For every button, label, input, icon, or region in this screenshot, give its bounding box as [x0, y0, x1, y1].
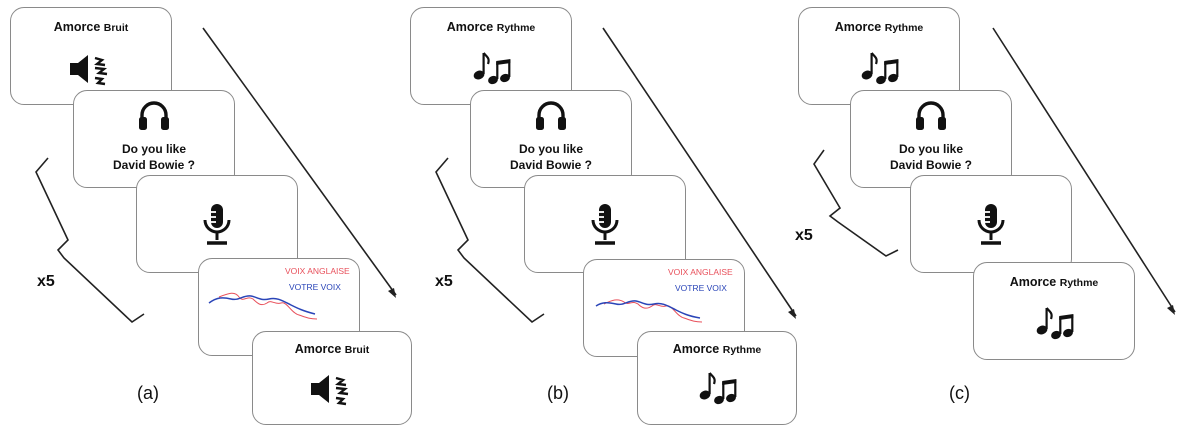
your-voice-contour	[595, 300, 701, 319]
timeline-arrowhead	[788, 309, 796, 319]
your-voice-contour	[208, 295, 316, 315]
timeline-arrowhead	[1167, 305, 1175, 315]
question-text: Do you like David Bowie ?	[112, 142, 195, 172]
microphone-icon	[911, 203, 1071, 247]
feedback-card: VOIX ANGLAISE VOTRE VOIX	[583, 259, 745, 357]
panel-c-connectors	[813, 27, 1176, 315]
prime-card-top: Amorce Rythme	[410, 7, 572, 105]
panel-b-connectors	[435, 27, 797, 324]
repeat-label: x5	[435, 273, 453, 290]
repeat-bracket	[813, 149, 899, 257]
prime-title: Amorce Rythme	[1009, 275, 1099, 289]
timeline-arrow	[992, 27, 1176, 313]
record-card	[524, 175, 686, 273]
music-notes-icon	[638, 370, 796, 406]
english-voice-contour	[603, 299, 703, 323]
pitch-contour-plot	[208, 292, 318, 320]
headphones-icon	[74, 98, 234, 132]
microphone-icon	[525, 203, 685, 247]
headphones-icon	[471, 98, 631, 132]
prime-card-bottom: Amorce Bruit	[252, 331, 412, 425]
timeline-arrow	[202, 27, 397, 296]
question-text: Do you like David Bowie ?	[889, 142, 972, 172]
question-card: Do you like David Bowie ?	[73, 90, 235, 188]
legend-english-voice: VOIX ANGLAISE	[668, 267, 733, 277]
panel-c: Amorce Rythme Do you like David Bowie ? …	[790, 0, 1178, 425]
english-voice-contour	[218, 292, 318, 320]
panel-caption: (c)	[949, 383, 970, 403]
prime-title: Amorce Rythme	[672, 342, 762, 356]
repeat-bracket	[35, 157, 145, 324]
repeat-bracket	[435, 157, 545, 324]
speaker-noise-icon	[253, 372, 411, 406]
headphones-icon	[851, 98, 1011, 132]
prime-title: Amorce Rythme	[834, 20, 924, 34]
question-card: Do you like David Bowie ?	[850, 90, 1012, 188]
prime-card-top: Amorce Rythme	[798, 7, 960, 105]
question-card: Do you like David Bowie ?	[470, 90, 632, 188]
timeline-arrowhead	[388, 288, 396, 298]
prime-title: Amorce Rythme	[446, 20, 536, 34]
panel-caption: (b)	[547, 383, 569, 403]
repeat-label: x5	[795, 227, 813, 244]
legend-your-voice: VOTRE VOIX	[675, 283, 727, 293]
repeat-label: x5	[37, 273, 55, 290]
record-card	[910, 175, 1072, 273]
prime-card-bottom: Amorce Rythme	[637, 331, 797, 425]
prime-title: Amorce Bruit	[53, 20, 129, 34]
timeline-arrow	[602, 27, 797, 317]
panel-b: Amorce Rythme Do you like David Bowie ? …	[400, 0, 800, 425]
music-notes-icon	[411, 50, 571, 86]
question-text: Do you like David Bowie ?	[509, 142, 592, 172]
panel-a-connectors	[35, 27, 397, 324]
microphone-icon	[137, 203, 297, 247]
pitch-contour-plot	[595, 299, 703, 323]
music-notes-icon	[799, 50, 959, 86]
legend-your-voice: VOTRE VOIX	[289, 282, 341, 292]
speaker-noise-icon	[11, 52, 171, 86]
legend-english-voice: VOIX ANGLAISE	[285, 266, 350, 276]
prime-title: Amorce Bruit	[294, 342, 370, 356]
prime-card-top: Amorce Bruit	[10, 7, 172, 105]
music-notes-icon	[974, 305, 1134, 341]
record-card	[136, 175, 298, 273]
prime-card-bottom: Amorce Rythme	[973, 262, 1135, 360]
panel-caption: (a)	[137, 383, 159, 403]
panel-a: Amorce Bruit Do you like David Bowie ? V…	[0, 0, 412, 425]
